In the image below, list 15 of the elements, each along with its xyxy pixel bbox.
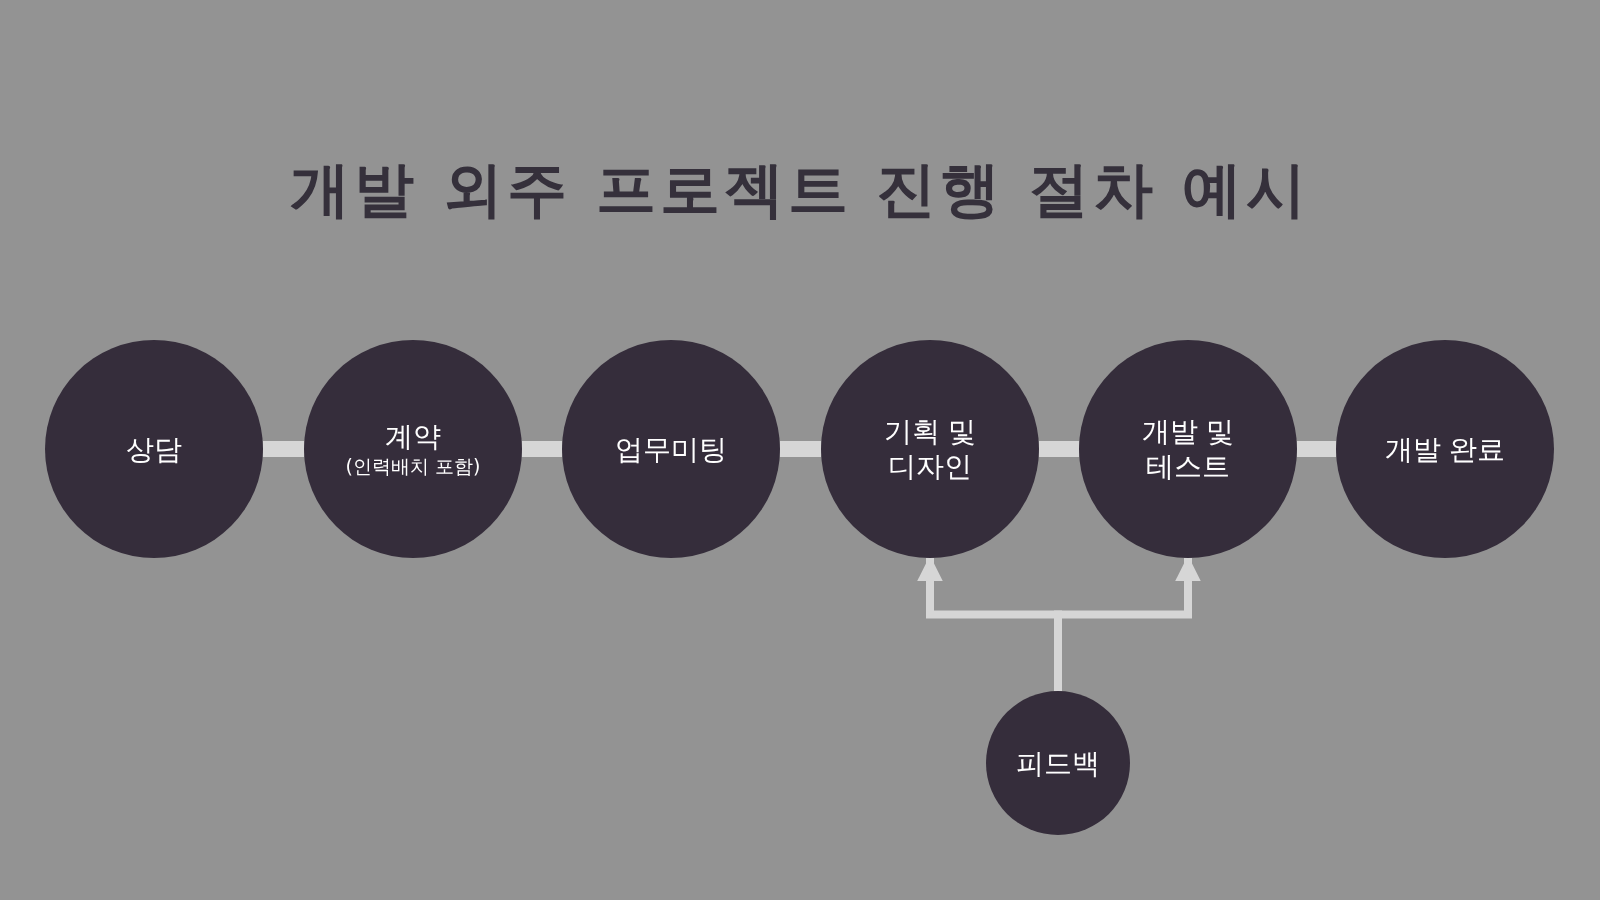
- step-label: 계약: [385, 418, 441, 454]
- step-label: 업무미팅: [615, 431, 727, 467]
- connector-line: [263, 441, 304, 457]
- connector-line: [780, 441, 821, 457]
- step-label: 개발 및 테스트: [1140, 414, 1236, 484]
- arrow: [1054, 555, 1201, 691]
- connector-line: [1297, 441, 1336, 457]
- step-label: 개발 완료: [1384, 431, 1506, 467]
- step-label: 피드백: [1016, 745, 1100, 781]
- connector-line: [522, 441, 562, 457]
- step-label: 상담: [126, 431, 182, 467]
- title: 개발 외주 프로젝트 진행 절차 예시: [289, 153, 1311, 226]
- connector-line: [1039, 441, 1079, 457]
- step-note: (인력배치 포함): [345, 453, 481, 479]
- step-label: 기획 및 디자인: [882, 414, 978, 484]
